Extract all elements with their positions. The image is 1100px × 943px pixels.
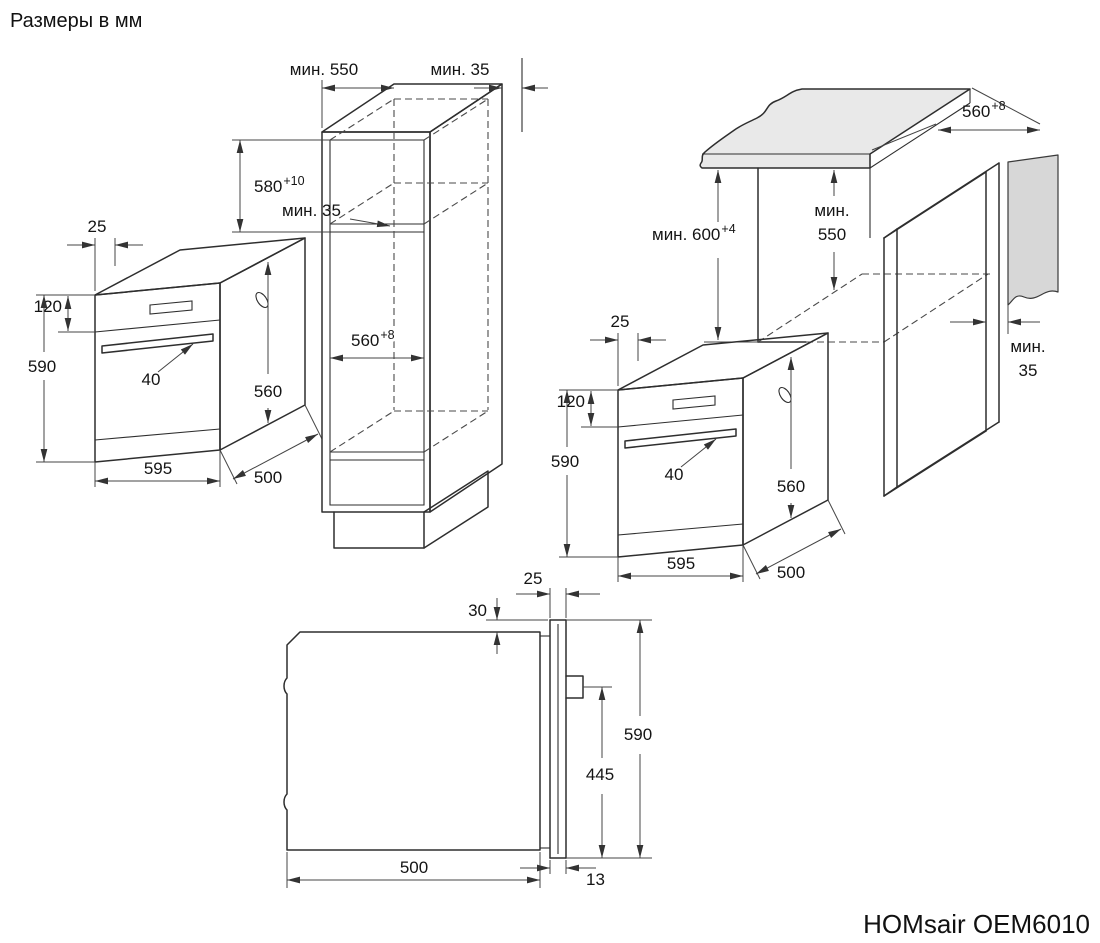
door-bottom-line <box>94 428 221 441</box>
worktop <box>699 88 971 169</box>
wall-section <box>1007 154 1059 306</box>
dim-worktop-depth: 560+8 <box>962 99 1006 121</box>
cabinet-plinth-side <box>423 470 489 549</box>
dim-side-door: 25 <box>524 569 543 588</box>
tall-cabinet-view: мин. 550 мин. 35 580+10 мин. 35 560+8 <box>232 58 548 549</box>
dim-oven-left-panel: 120 <box>34 297 62 316</box>
oven-side-face <box>742 332 829 546</box>
side-vent-hole <box>778 386 792 404</box>
door-handle <box>101 333 214 354</box>
oven-body-outline <box>283 631 541 851</box>
dim-cabinet-rear-gap: мин. 35 <box>431 60 490 79</box>
page-title: Размеры в мм <box>10 10 142 32</box>
dim-oven-left-height: 590 <box>28 357 56 376</box>
control-panel-line <box>94 319 221 333</box>
dim-oven-left-handle: 40 <box>142 370 161 389</box>
dim-cabinet-shelf-gap: мин. 35 <box>282 201 341 220</box>
dim-rear-gap-label: мин. <box>1010 337 1045 356</box>
dim-cabinet-niche-height: 580+10 <box>254 174 305 196</box>
dim-oven-right-frame: 25 <box>611 312 630 331</box>
dim-rear-gap-value: 35 <box>1019 361 1038 380</box>
control-panel-line <box>617 414 744 428</box>
dim-side-depth: 500 <box>400 858 428 877</box>
dim-side-top-gap: 30 <box>468 601 487 620</box>
dim-side-handle-bottom: 445 <box>586 765 614 784</box>
dim-niche-height: мин. 600+4 <box>652 222 736 244</box>
oven-side-face <box>219 237 306 451</box>
dim-oven-right-handle: 40 <box>665 465 684 484</box>
dim-oven-right-panel: 120 <box>557 392 585 411</box>
dim-oven-left-body: 560 <box>254 382 282 401</box>
base-cabinet-view: 560+8 мин. 600+4 мин. 550 мин. 35 <box>649 87 1059 497</box>
door-bottom-line <box>617 523 744 536</box>
cabinet-side-face <box>429 83 503 513</box>
dim-cabinet-niche-width: 560+8 <box>351 328 395 350</box>
dim-niche-depth-value: 550 <box>818 225 846 244</box>
dim-oven-right-width: 595 <box>667 554 695 573</box>
door-handle <box>624 428 737 449</box>
display-window <box>149 300 193 315</box>
dim-oven-left-frame: 25 <box>88 217 107 236</box>
dim-oven-right-body: 560 <box>777 477 805 496</box>
cabinet-niche-opening <box>329 139 425 506</box>
cabinet-top-face <box>321 83 503 133</box>
dim-cabinet-depth: мин. 550 <box>290 60 358 79</box>
oven-left-view: 25 120 590 40 560 595 500 <box>28 217 323 490</box>
dim-niche-depth-label: мин. <box>814 201 849 220</box>
oven-top-face <box>94 237 306 296</box>
dim-side-height: 590 <box>624 725 652 744</box>
display-window <box>672 395 716 410</box>
door-handle-side <box>565 675 584 699</box>
dim-oven-right-height: 590 <box>551 452 579 471</box>
cabinet-plinth-front <box>333 511 425 549</box>
model-label: HOMsair OEM6010 <box>863 909 1090 939</box>
dim-oven-left-depth: 500 <box>254 468 282 487</box>
dim-side-bottom-gap: 13 <box>586 870 605 889</box>
side-vent-hole <box>255 291 269 309</box>
dim-oven-left-width: 595 <box>144 459 172 478</box>
cabinet-front-face <box>321 131 431 513</box>
oven-side-section-view: 25 30 590 445 500 13 <box>283 569 652 889</box>
dim-oven-right-depth: 500 <box>777 563 805 582</box>
oven-right-view: 25 120 590 40 560 595 500 <box>551 312 846 585</box>
